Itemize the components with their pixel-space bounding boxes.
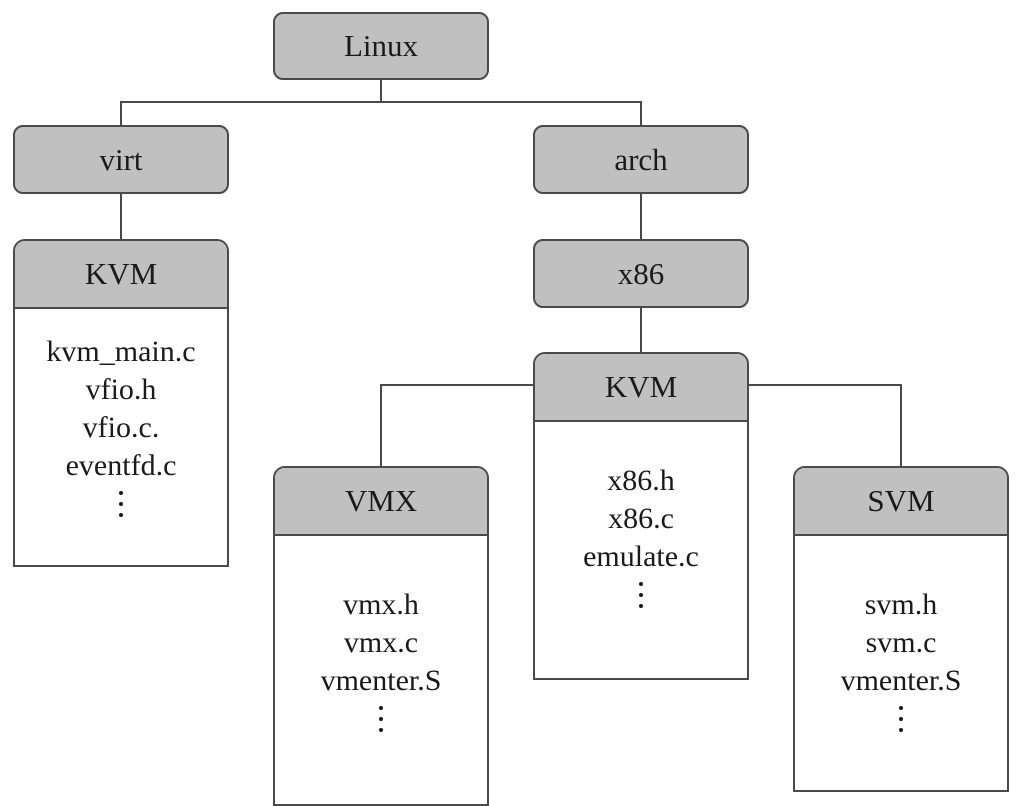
connector-to-virt bbox=[120, 101, 122, 127]
file-item: svm.h bbox=[864, 588, 938, 621]
connector-arch-x86 bbox=[640, 192, 642, 240]
file-item: x86.h bbox=[607, 464, 675, 497]
file-item: vfio.h bbox=[85, 373, 157, 406]
node-arch: arch bbox=[533, 125, 749, 194]
file-item: emulate.c bbox=[583, 540, 699, 573]
connector-linux-branch bbox=[120, 101, 642, 103]
card-kvm-x86: KVM x86.h x86.c emulate.c bbox=[533, 352, 749, 680]
node-virt: virt bbox=[13, 125, 229, 194]
card-vmx: VMX vmx.h vmx.c vmenter.S bbox=[273, 466, 489, 806]
connector-to-svm bbox=[900, 384, 902, 468]
vertical-ellipsis-icon bbox=[379, 706, 383, 732]
vertical-ellipsis-icon bbox=[899, 706, 903, 732]
vertical-ellipsis-icon bbox=[639, 582, 643, 608]
card-kvm-x86-title: KVM bbox=[535, 354, 747, 422]
card-kvm-generic: KVM kvm_main.c vfio.h vfio.c. eventfd.c bbox=[13, 239, 229, 567]
file-item: vmx.c bbox=[343, 626, 419, 659]
card-svm-title: SVM bbox=[795, 468, 1007, 536]
file-item: vmenter.S bbox=[840, 664, 962, 697]
connector-kvm-svm bbox=[747, 384, 902, 386]
file-item: vfio.c. bbox=[82, 411, 160, 444]
node-linux: Linux bbox=[273, 12, 489, 80]
file-item: kvm_main.c bbox=[46, 335, 196, 368]
file-item: vmx.h bbox=[343, 588, 419, 621]
connector-linux-down bbox=[380, 78, 382, 102]
card-svm: SVM svm.h svm.c vmenter.S bbox=[793, 466, 1009, 792]
vertical-ellipsis-icon bbox=[119, 491, 123, 517]
file-item: x86.c bbox=[608, 502, 674, 535]
card-kvm-generic-title: KVM bbox=[15, 241, 227, 309]
connector-virt-kvm bbox=[120, 192, 122, 240]
node-x86: x86 bbox=[533, 239, 749, 308]
connector-x86-kvm bbox=[640, 306, 642, 354]
connector-to-arch bbox=[640, 101, 642, 127]
connector-to-vmx bbox=[380, 384, 382, 468]
connector-kvm-vmx bbox=[380, 384, 534, 386]
file-item: eventfd.c bbox=[65, 449, 177, 482]
file-item: vmenter.S bbox=[320, 664, 442, 697]
file-item: svm.c bbox=[865, 626, 937, 659]
card-vmx-title: VMX bbox=[275, 468, 487, 536]
